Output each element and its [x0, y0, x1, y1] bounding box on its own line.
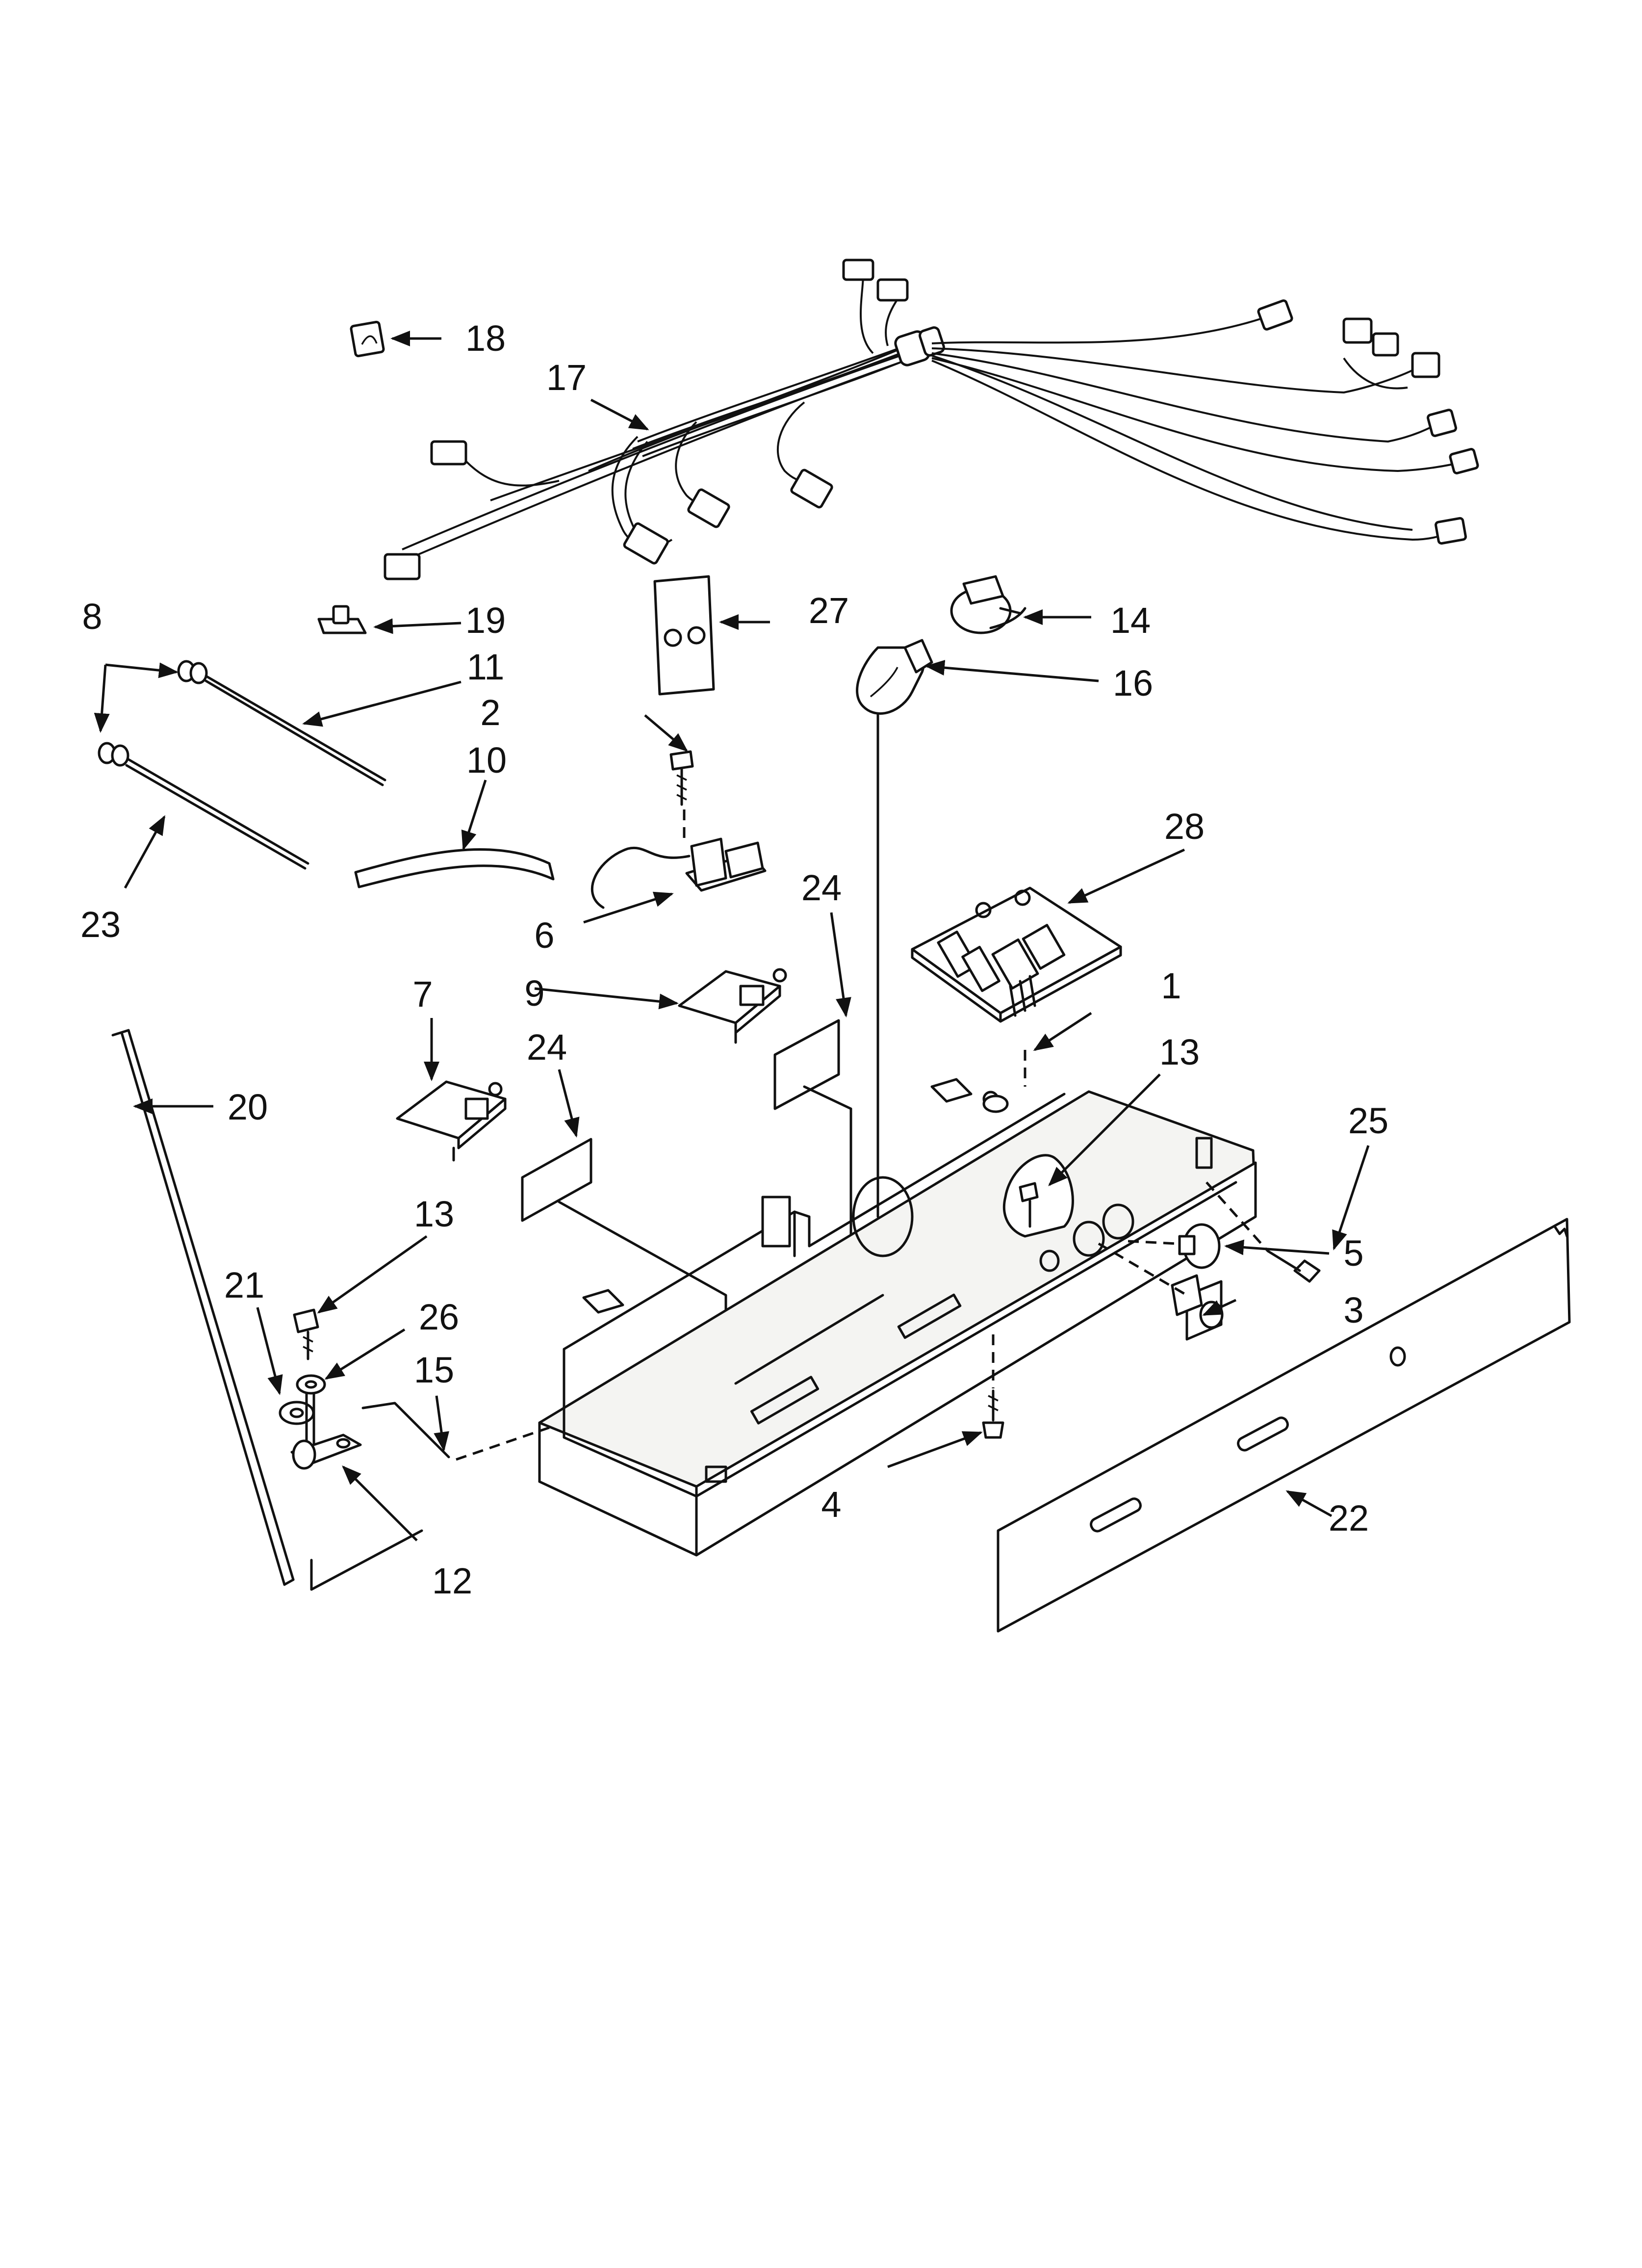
callout-arrows [94, 331, 1370, 1541]
callout-7: 7 [412, 974, 433, 1015]
wire-harness-part [384, 259, 1479, 580]
knob-5-leader [1128, 1240, 1178, 1245]
screw-25-part [1266, 1250, 1321, 1283]
callout-6: 6 [534, 915, 554, 956]
foam-pad-part [653, 575, 715, 696]
tube-10-part [354, 848, 555, 888]
callout-15: 15 [414, 1350, 454, 1390]
callout-11: 11 [467, 647, 505, 687]
switch-bracket-9-part [678, 968, 787, 1044]
callout-labels: 1 2 3 4 5 6 7 8 9 10 11 12 13 13 14 15 1… [80, 318, 1388, 1601]
label-24-right-part [773, 1019, 840, 1110]
callout-19: 19 [465, 600, 506, 641]
callout-21: 21 [224, 1265, 264, 1305]
callout-23: 23 [80, 904, 121, 945]
control-housing-1-part [538, 1050, 1257, 1557]
callout-10: 10 [466, 740, 507, 781]
screw-4-part [982, 1334, 1004, 1439]
control-board-28-part [911, 886, 1122, 1023]
screw-25-leader [1206, 1181, 1269, 1252]
washer-26-part [296, 1374, 326, 1395]
hinge-12-part [290, 1392, 362, 1470]
switch-3-part [1171, 1274, 1224, 1341]
light-bulb-part [856, 639, 933, 715]
callout-17: 17 [546, 357, 587, 398]
callout-22: 22 [1329, 1498, 1369, 1538]
screw-2-part [669, 750, 694, 806]
callout-12: 12 [432, 1561, 472, 1601]
panel-22-part [997, 1218, 1571, 1633]
callout-1: 1 [1161, 965, 1181, 1006]
callout-16: 16 [1113, 663, 1153, 704]
wire-clip-part [350, 320, 385, 358]
callout-3: 3 [1343, 1290, 1363, 1330]
callout-9: 9 [524, 973, 544, 1014]
switch-bracket-7-part [396, 1080, 507, 1162]
callout-14: 14 [1110, 600, 1151, 641]
washer-21-part [279, 1401, 315, 1425]
wire-15-part [361, 1402, 450, 1459]
connector-clip-part [317, 605, 367, 634]
rod-20-part [111, 1029, 295, 1586]
screw-13-lower-part [293, 1308, 319, 1360]
callout-20: 20 [228, 1087, 268, 1127]
callout-2: 2 [480, 692, 500, 733]
callout-26: 26 [419, 1297, 459, 1337]
light-socket-part [950, 575, 1026, 634]
callout-13-lower: 13 [414, 1194, 454, 1234]
callout-24-right: 24 [801, 867, 842, 908]
sensor-tube-11-part [177, 660, 386, 786]
callout-13-upper: 13 [1159, 1032, 1200, 1072]
callout-24-left: 24 [527, 1027, 567, 1068]
hinge-dash-leader [456, 1426, 550, 1461]
hinge-leader [310, 1529, 423, 1591]
callout-18: 18 [465, 318, 506, 359]
callout-4: 4 [821, 1484, 841, 1525]
callout-28: 28 [1164, 806, 1205, 847]
door-switch-6-part [590, 837, 767, 909]
callout-27: 27 [809, 590, 849, 631]
callout-8: 8 [82, 596, 102, 637]
callout-5: 5 [1343, 1233, 1363, 1274]
callout-25: 25 [1348, 1100, 1388, 1141]
label-24-left-part [521, 1138, 592, 1222]
knob-5-part [1178, 1223, 1221, 1269]
sensor-tube-23-part [98, 742, 309, 870]
